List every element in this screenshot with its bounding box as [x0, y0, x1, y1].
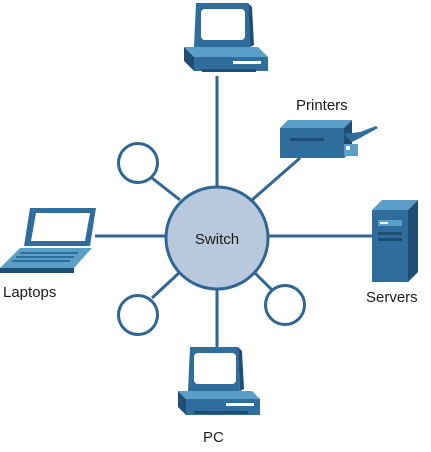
switch-label: Switch — [195, 231, 239, 248]
printer-icon — [280, 120, 378, 158]
laptops-label: Laptops — [3, 284, 56, 301]
empty-node-1 — [117, 142, 159, 184]
servers-label: Servers — [366, 289, 418, 306]
link-empty-node-2 — [150, 270, 182, 300]
empty-node-2 — [117, 294, 159, 336]
desktop-pc-icon — [184, 3, 268, 72]
link-empty-node-3 — [252, 270, 274, 292]
desktop-pc-icon — [178, 347, 260, 415]
printers-label: Printers — [296, 97, 348, 114]
links — [95, 76, 373, 352]
server-icon — [372, 200, 418, 282]
pc-label: PC — [203, 429, 224, 446]
laptop-icon — [0, 208, 96, 273]
link-empty-node-1 — [151, 176, 181, 202]
link-printers — [251, 156, 301, 202]
switch-circle — [164, 185, 270, 291]
switch-hub: Switch — [164, 185, 270, 291]
empty-node-3 — [264, 284, 306, 326]
